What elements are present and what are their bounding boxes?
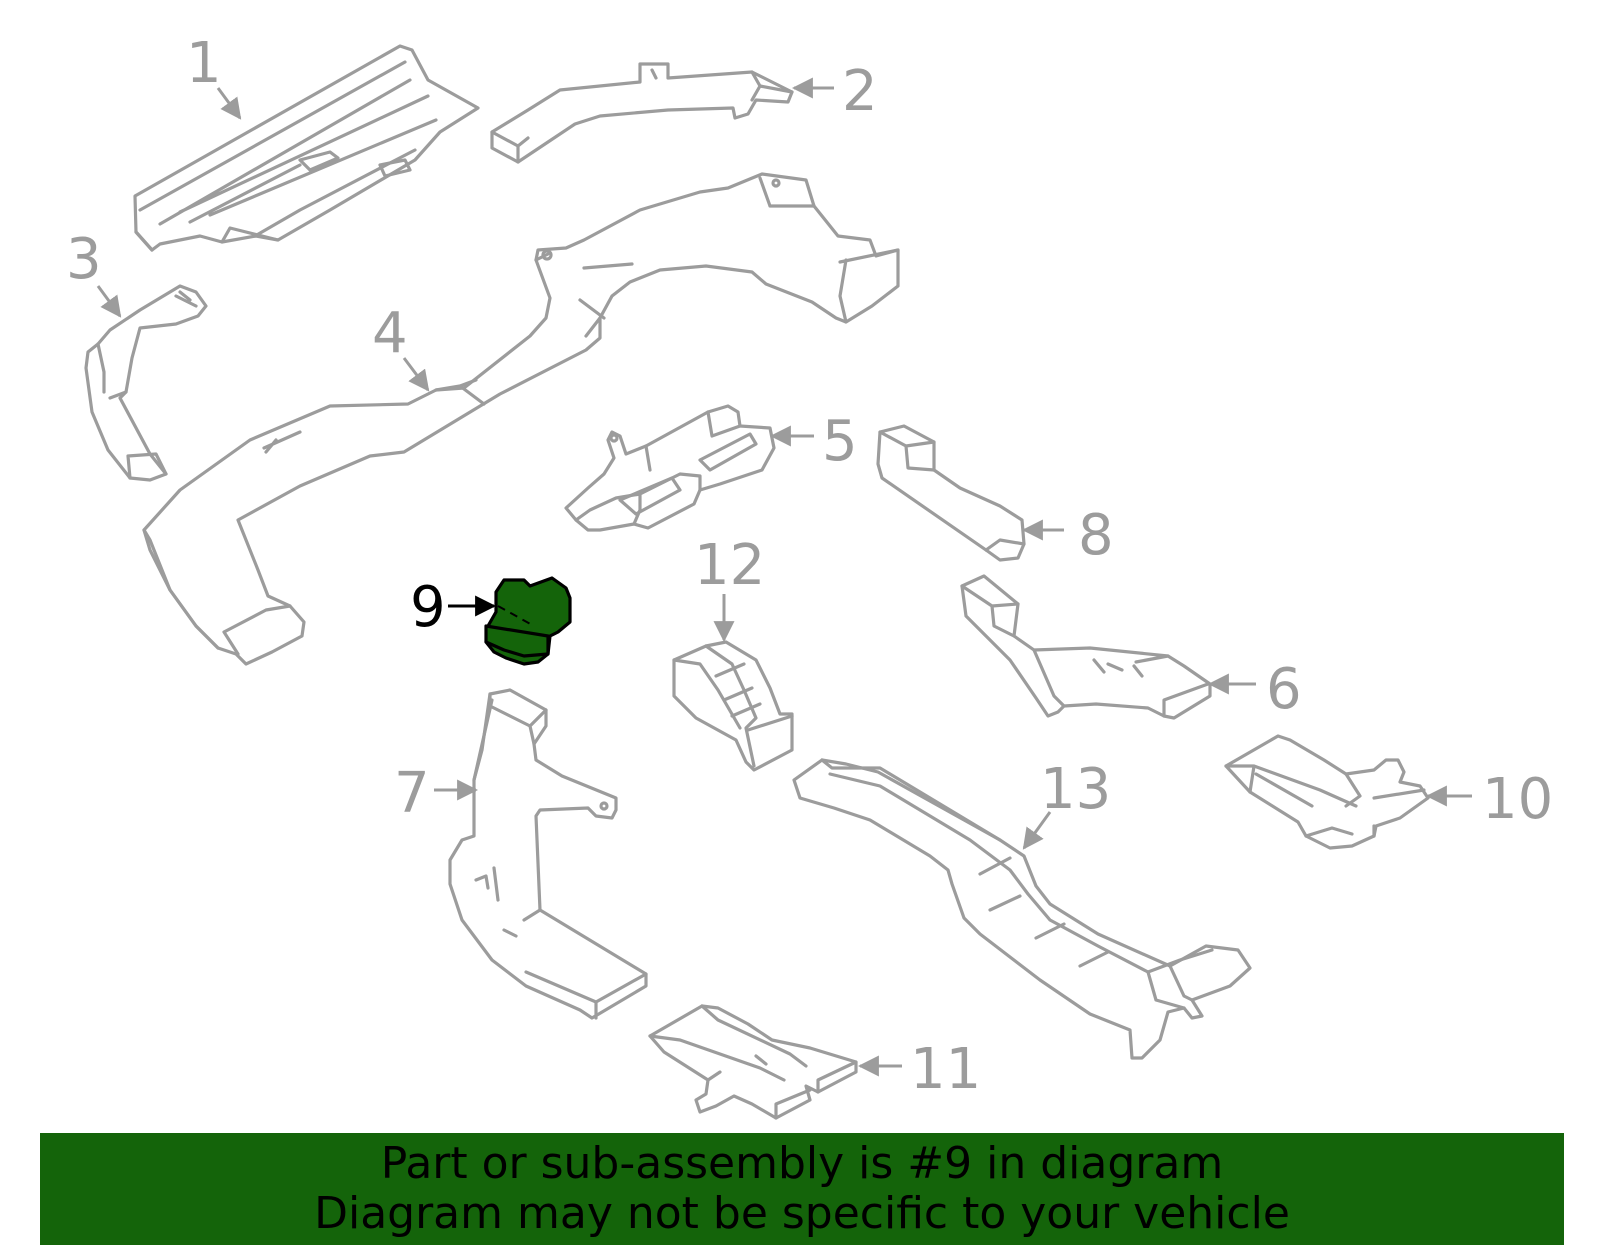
part-8-small-duct [876, 424, 1026, 562]
banner-line-2: Diagram may not be specific to your vehi… [314, 1188, 1290, 1239]
part-12-floor-duct [672, 640, 794, 772]
callout-2: 2 [842, 59, 878, 124]
part-9-highlighted [484, 576, 572, 666]
callout-1: 1 [186, 31, 222, 96]
part-1-defroster-nozzle [133, 44, 480, 252]
callout-4: 4 [372, 301, 408, 366]
callout-5: 5 [822, 409, 858, 474]
part-11-rear-floor-outlet [648, 1004, 858, 1120]
callout-arrows [96, 77, 1472, 1077]
part-4-main-duct [142, 172, 900, 666]
part-13-long-rear-duct [792, 758, 1252, 1060]
part-10-rear-floor-duct [1224, 734, 1430, 850]
callout-13: 13 [1040, 757, 1111, 822]
callout-10: 10 [1482, 767, 1553, 832]
info-banner: Part or sub-assembly is #9 in diagram Di… [40, 1133, 1564, 1245]
part-3-side-vent-duct [84, 284, 208, 482]
callout-8: 8 [1078, 503, 1114, 568]
callout-11: 11 [910, 1037, 981, 1102]
callout-6: 6 [1266, 657, 1302, 722]
callout-7: 7 [394, 761, 430, 826]
callout-9: 9 [410, 575, 446, 640]
callout-12: 12 [694, 533, 765, 598]
banner-line-1: Part or sub-assembly is #9 in diagram [380, 1138, 1224, 1189]
part-7-rear-side-duct [448, 688, 648, 1020]
part-2-side-defroster-duct [490, 62, 794, 164]
callout-3: 3 [66, 227, 102, 292]
part-5-center-vent [564, 404, 776, 532]
part-6-rear-duct [960, 574, 1212, 720]
